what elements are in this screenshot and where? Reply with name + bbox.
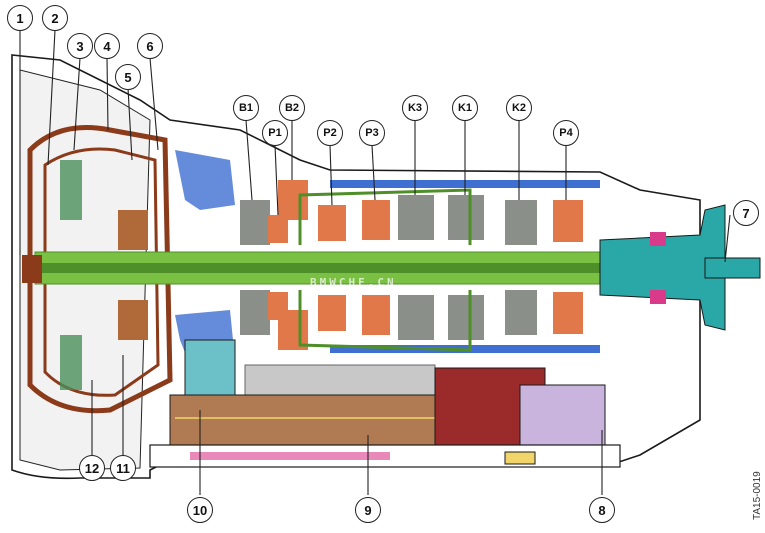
image-code: TA15-0019	[752, 471, 763, 520]
planet-p4	[553, 200, 583, 242]
callout-b2: B2	[279, 95, 305, 121]
mechatronics-connector	[519, 384, 606, 446]
blue-frame-upper	[175, 150, 235, 210]
callout-p3: P3	[359, 120, 385, 146]
callout-p1: P1	[262, 120, 288, 146]
clutch-brake-packs	[240, 180, 583, 350]
callout-p2: P2	[317, 120, 343, 146]
callout-b1: B1	[233, 95, 259, 121]
callout-1: 1	[7, 5, 33, 31]
converter-stator-lower	[118, 300, 148, 340]
green-carrier-upper	[298, 188, 472, 245]
callout-4: 4	[94, 33, 120, 59]
callout-8: 8	[589, 497, 615, 523]
green-carrier-lower	[298, 290, 472, 352]
converter-turbine	[60, 160, 82, 220]
planet-p3	[362, 200, 390, 240]
planet-p1	[268, 215, 288, 243]
converter-turbine-lower	[60, 335, 82, 390]
output-flange	[599, 204, 726, 331]
main-shaft-core	[35, 263, 615, 273]
callout-9: 9	[355, 497, 381, 523]
planet-p2-lower	[318, 295, 346, 331]
converter-stator	[118, 210, 148, 250]
input-hub	[22, 255, 42, 283]
clutch-k2-pack-lower	[505, 290, 537, 335]
clutch-k2-pack	[505, 200, 537, 245]
torque-converter	[27, 125, 173, 414]
output-seal-lower	[650, 290, 666, 304]
output-seal-upper	[650, 232, 666, 246]
clutch-k3-pack	[398, 195, 434, 240]
clutch-k1-pack-lower	[448, 295, 484, 340]
callout-5: 5	[115, 64, 141, 90]
torque-converter-inner	[43, 147, 160, 397]
planet-p3-lower	[362, 295, 390, 335]
callout-11: 11	[110, 455, 136, 481]
callout-p4: P4	[553, 120, 579, 146]
brake-b1-pack	[240, 200, 270, 245]
clutch-k3-pack-lower	[398, 295, 434, 340]
callout-k3: K3	[402, 95, 428, 121]
callout-6: 6	[137, 33, 163, 59]
watermark-text: BMWCHE.CN	[310, 276, 397, 289]
brake-b1-pack-lower	[240, 290, 270, 335]
callout-10: 10	[187, 497, 213, 523]
callout-12: 12	[79, 455, 105, 481]
callout-k2: K2	[506, 95, 532, 121]
output-shaft-stub	[704, 257, 761, 279]
callout-2: 2	[42, 5, 68, 31]
planet-p4-lower	[553, 292, 583, 334]
grey-intermediate-plate	[244, 364, 436, 396]
brake-b2-pack	[278, 180, 308, 220]
drain-plug	[504, 451, 536, 465]
callout-7: 7	[733, 200, 759, 226]
clutch-k1-pack	[448, 195, 484, 240]
callout-3: 3	[67, 33, 93, 59]
callout-k1: K1	[452, 95, 478, 121]
oil-pan-filter	[190, 452, 390, 460]
planet-p2	[318, 205, 346, 241]
leader-lines	[19, 29, 731, 495]
planet-p1-lower	[268, 292, 288, 320]
